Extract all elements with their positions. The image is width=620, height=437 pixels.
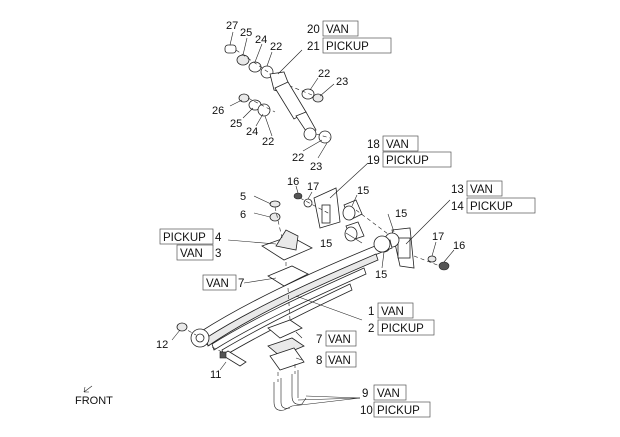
callout-23: 23 <box>336 76 348 88</box>
svg-text:8: 8 <box>316 355 322 367</box>
leader-lines <box>171 31 455 407</box>
callout-24: 24 <box>246 126 258 138</box>
label-14-pickup: 14 PICKUP <box>451 197 536 214</box>
svg-text:9: 9 <box>362 388 368 400</box>
callout-23: 23 <box>310 161 322 173</box>
svg-text:7: 7 <box>238 278 244 290</box>
svg-text:PICKUP: PICKUP <box>326 41 369 53</box>
callout-17: 17 <box>307 181 319 193</box>
callout-22: 22 <box>270 41 282 53</box>
callout-15: 15 <box>320 238 332 250</box>
label-7-van-upper: VAN 7 <box>202 274 244 291</box>
label-4-pickup: PICKUP 4 <box>159 228 222 245</box>
variant-labels: 20 VAN 21 PICKUP 18 VAN 19 PICKUP 13 VAN… <box>159 20 536 418</box>
svg-text:4: 4 <box>215 232 222 244</box>
label-3-van: VAN 3 <box>176 244 221 261</box>
callout-26: 26 <box>212 105 224 117</box>
label-19-pickup: 19 PICKUP <box>367 151 452 168</box>
label-1-van: 1 VAN <box>368 302 414 319</box>
label-2-pickup: 2 PICKUP <box>368 319 435 336</box>
label-10-pickup: 10 PICKUP <box>360 401 431 418</box>
label-9-van: 9 VAN <box>362 384 407 401</box>
callout-22: 22 <box>292 152 304 164</box>
svg-text:10: 10 <box>360 405 373 417</box>
callout-25: 25 <box>230 118 242 130</box>
spring-seat <box>267 319 305 371</box>
svg-text:VAN: VAN <box>326 24 349 36</box>
svg-text:PICKUP: PICKUP <box>470 201 513 213</box>
svg-text:PICKUP: PICKUP <box>377 405 420 417</box>
svg-text:VAN: VAN <box>377 388 400 400</box>
front-arrow-icon <box>83 385 93 393</box>
callout-22: 22 <box>318 68 330 80</box>
svg-text:PICKUP: PICKUP <box>381 323 424 335</box>
label-21-pickup: 21 PICKUP <box>307 37 392 54</box>
svg-text:18: 18 <box>367 139 380 151</box>
callout-16: 16 <box>287 176 299 188</box>
callout-25: 25 <box>240 27 252 39</box>
leaf-spring <box>181 235 393 357</box>
nut-12 <box>176 322 188 332</box>
label-13-van: 13 VAN <box>451 180 503 197</box>
svg-text:VAN: VAN <box>328 355 351 367</box>
callout-11: 11 <box>210 369 221 381</box>
callout-5: 5 <box>240 191 246 203</box>
callout-24: 24 <box>255 34 267 46</box>
svg-text:1: 1 <box>368 306 374 318</box>
callout-15: 15 <box>375 269 387 281</box>
front-label: FRONT <box>75 395 113 407</box>
label-7-van-lower: 7 VAN <box>316 330 357 347</box>
svg-text:20: 20 <box>307 24 320 36</box>
callout-16: 16 <box>453 240 465 252</box>
bolt-11 <box>219 350 247 367</box>
svg-text:13: 13 <box>451 184 464 196</box>
label-20-van: 20 VAN <box>307 20 359 37</box>
front-indicator: FRONT <box>75 385 113 407</box>
svg-text:PICKUP: PICKUP <box>386 155 429 167</box>
svg-text:14: 14 <box>451 201 464 213</box>
callout-6: 6 <box>240 209 246 221</box>
svg-text:2: 2 <box>368 323 374 335</box>
svg-text:19: 19 <box>367 155 380 167</box>
callout-numbers: 27 25 24 22 22 23 26 25 24 22 22 23 16 1… <box>156 20 465 381</box>
label-18-van: 18 VAN <box>367 135 419 152</box>
callout-15: 15 <box>395 208 407 220</box>
svg-text:VAN: VAN <box>180 248 203 260</box>
callout-12: 12 <box>156 339 168 351</box>
svg-text:VAN: VAN <box>328 334 351 346</box>
u-bolts <box>273 364 307 411</box>
svg-text:VAN: VAN <box>386 139 409 151</box>
callout-15: 15 <box>357 185 369 197</box>
hanger-bracket <box>293 187 389 242</box>
svg-text:21: 21 <box>307 41 320 53</box>
label-8-van: 8 VAN <box>316 351 357 368</box>
svg-text:VAN: VAN <box>381 306 404 318</box>
bump-stop <box>261 200 313 321</box>
svg-text:3: 3 <box>215 248 221 260</box>
svg-text:7: 7 <box>316 334 322 346</box>
callout-17: 17 <box>432 231 444 243</box>
callout-27: 27 <box>226 20 238 32</box>
svg-text:VAN: VAN <box>470 184 493 196</box>
callout-22: 22 <box>262 136 274 148</box>
svg-text:PICKUP: PICKUP <box>163 232 206 244</box>
svg-text:VAN: VAN <box>206 278 229 290</box>
